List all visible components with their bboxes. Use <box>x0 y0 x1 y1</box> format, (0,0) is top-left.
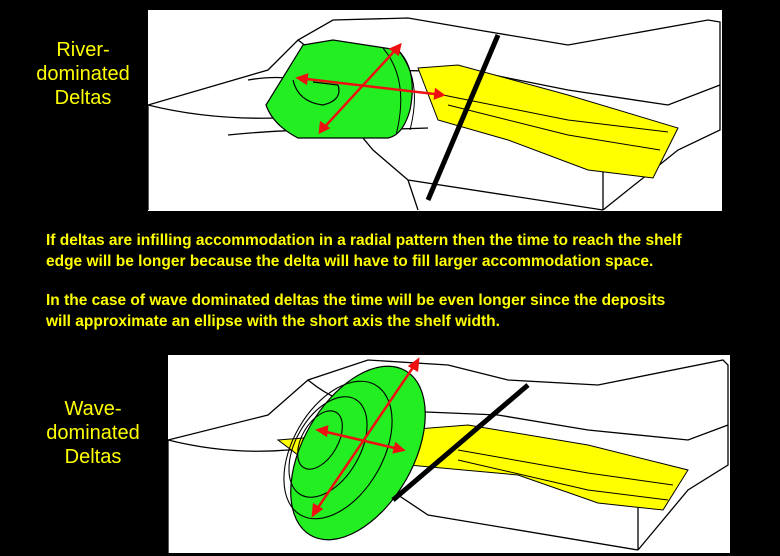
river-dominated-deltas-label: River- dominated Deltas <box>30 38 136 110</box>
label-line: River- <box>56 39 110 61</box>
river-delta-sketch <box>148 17 721 211</box>
red-axis-arrows <box>311 357 420 518</box>
red-axis-arrows <box>295 42 446 135</box>
wave-delta-sketch <box>168 357 729 553</box>
text-line: If deltas are infilling accommodation in… <box>46 232 682 249</box>
channel-fill <box>417 64 679 179</box>
shelf-edge-line <box>391 383 530 502</box>
river-delta-block-diagram <box>148 10 722 211</box>
text-line: In the case of wave dominated deltas the… <box>46 292 666 309</box>
paragraph-wave: In the case of wave dominated deltas the… <box>46 290 665 332</box>
wave-dominated-deltas-label: Wave- dominated Deltas <box>40 397 146 469</box>
label-line: Deltas <box>54 87 112 109</box>
block-outline <box>168 359 729 551</box>
wave-delta-block-diagram <box>168 355 730 553</box>
label-line: Wave- <box>64 398 122 420</box>
text-line: edge will be longer because the delta wi… <box>46 253 654 270</box>
block-outline <box>148 17 721 211</box>
label-line: Deltas <box>64 446 122 468</box>
label-line: dominated <box>46 422 140 444</box>
shelf-edge-line <box>425 34 501 201</box>
text-line: will approximate an ellipse with the sho… <box>46 313 500 330</box>
paragraph-radial: If deltas are infilling accommodation in… <box>46 230 682 272</box>
label-line: dominated <box>36 63 130 85</box>
